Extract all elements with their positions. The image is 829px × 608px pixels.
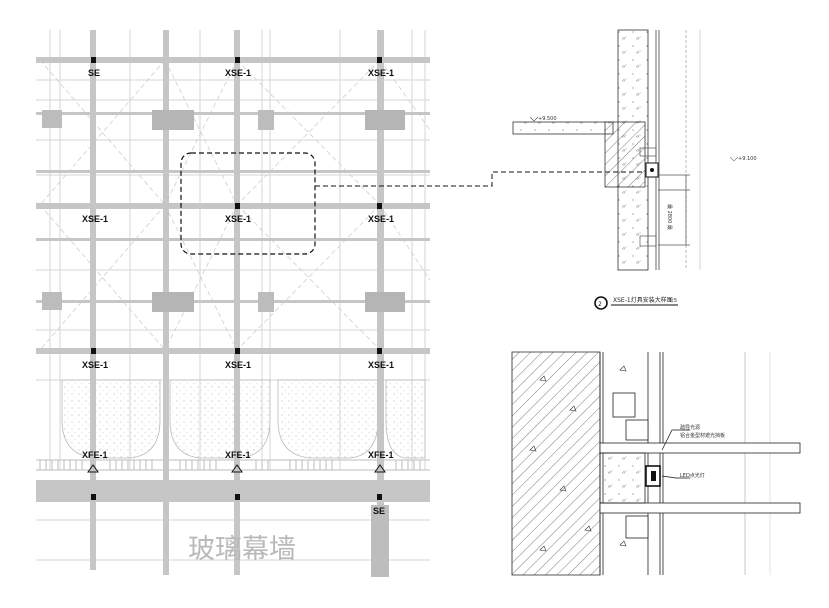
fixture-labels: SE XSE-1 XSE-1 XSE-1 XSE-1 XSE-1 XSE-1 X… (82, 68, 394, 516)
floodlight-icon (374, 464, 386, 473)
level-marker-icon (729, 156, 739, 162)
fixture-label: XFE-1 (82, 450, 108, 460)
fixture-label: XSE-1 (368, 360, 394, 370)
led-label: LED点光灯 (680, 472, 705, 479)
fixture-marker[interactable] (377, 348, 382, 354)
fixture-label: XSE-1 (82, 360, 108, 370)
elevation-drawing: SE XSE-1 XSE-1 XSE-1 XSE-1 XSE-1 XSE-1 X… (36, 30, 660, 577)
detail-callout-box[interactable] (180, 152, 316, 255)
fixture-marker[interactable] (91, 57, 96, 63)
callout-leader-line (315, 171, 660, 187)
fixture-label: SE (88, 68, 100, 78)
floodlight-icon (87, 464, 99, 473)
plan-wall-faces (599, 352, 801, 575)
plan-detail: 疏导光源 铝合金型材遮光挡板 LED点光灯 (511, 351, 801, 576)
fixture-label: XSE-1 (368, 214, 394, 224)
wall-concrete (511, 351, 601, 576)
fixture-label: SE (373, 506, 385, 516)
mullion-boxes (612, 392, 649, 539)
led-leader (661, 475, 690, 479)
fixture-label: XSE-1 (368, 68, 394, 78)
fixture-label: XSE-1 (225, 360, 251, 370)
fixture-marker[interactable] (235, 203, 240, 209)
note-leader (661, 429, 690, 451)
detail-number: 2 (598, 301, 602, 308)
detail-scale: 1:5 (669, 298, 677, 304)
level-left: +9.500 (538, 116, 557, 122)
lamp-dot (650, 168, 654, 172)
fixture-label: XFE-1 (225, 450, 251, 460)
dimension-text: 最 2800 最 (666, 204, 673, 230)
detail-caption: XSE-1灯具安装大样图 (613, 296, 673, 304)
bracket-details (639, 147, 690, 247)
elevation-arches (61, 379, 426, 459)
fixture-marker[interactable] (91, 494, 96, 500)
fixture-marker[interactable] (377, 57, 382, 63)
fixture-marker[interactable] (235, 348, 240, 354)
beam-section (604, 121, 646, 188)
led-lens (651, 471, 656, 481)
level-right: +9.100 (738, 156, 757, 162)
level-marker-icon (529, 116, 539, 122)
floodlight-icon (231, 464, 243, 473)
fixture-marker[interactable] (91, 348, 96, 354)
note-line2: 铝合金型材遮光挡板 (680, 432, 725, 439)
fixture-marker[interactable] (377, 203, 382, 209)
floodlight-symbols (87, 464, 386, 473)
fixture-marker[interactable] (377, 494, 382, 500)
fixture-label: XSE-1 (225, 214, 251, 224)
note-line1: 疏导光源 (680, 424, 700, 431)
fixture-markers (91, 57, 382, 500)
fixture-marker[interactable] (235, 57, 240, 63)
concrete-triangles (529, 365, 627, 552)
curtain-wall-label: 玻璃幕墙 (188, 534, 296, 565)
floor-slab (512, 121, 614, 135)
fixture-label: XSE-1 (82, 214, 108, 224)
fixture-marker[interactable] (235, 494, 240, 500)
fixture-label: XFE-1 (368, 450, 394, 460)
fixture-label: XSE-1 (225, 68, 251, 78)
section-detail: +9.500 +9.100 最 2800 最 2 XSE-1灯具安装大样图 1:… (512, 29, 757, 310)
detail-number-circle (594, 296, 608, 310)
elevation-structure (36, 30, 430, 577)
elevation-diagonals (39, 59, 431, 351)
glazing-lines (655, 30, 701, 270)
